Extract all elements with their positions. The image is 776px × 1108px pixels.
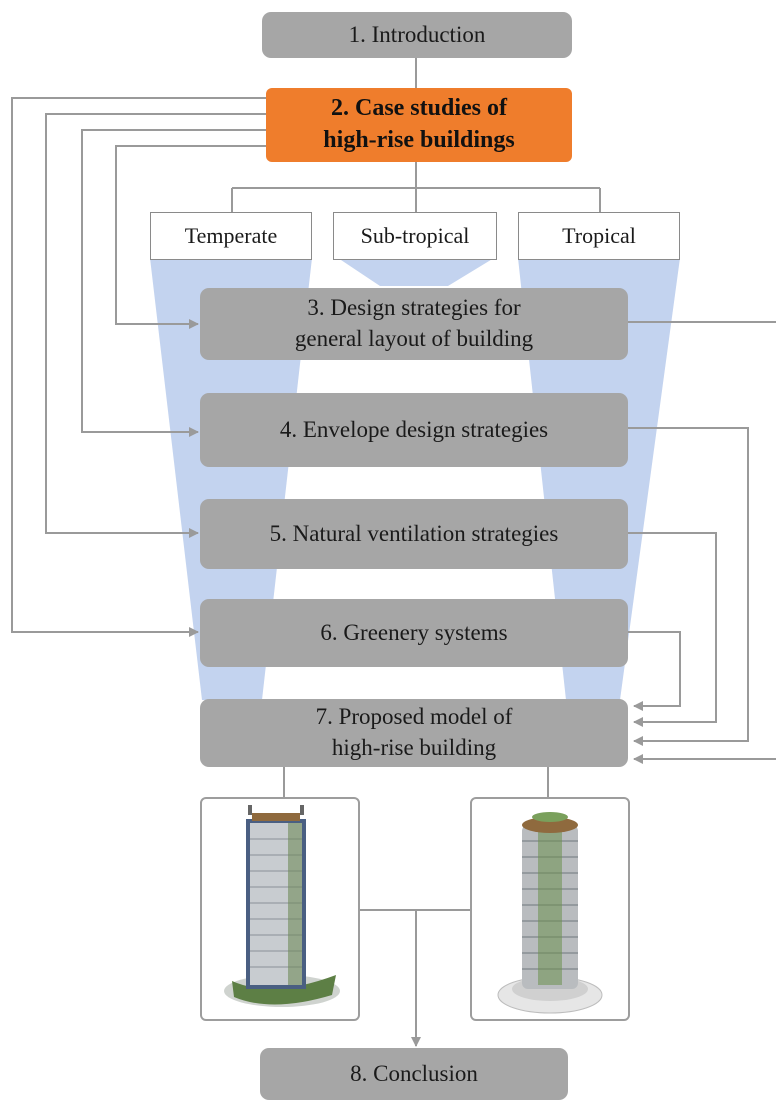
step-natural-ventilation: 5. Natural ventilation strategies (200, 499, 628, 569)
step-natural-ventilation-label: 5. Natural ventilation strategies (269, 520, 559, 546)
loop-to-design (115, 145, 266, 329)
step-design-strategies-line2: general layout of building (294, 326, 534, 351)
return-from-greenery (628, 631, 681, 711)
climate-temperate: Temperate (150, 212, 312, 260)
step-conclusion: 8. Conclusion (260, 1048, 568, 1100)
step-case-studies-line1: 2. Case studies of (330, 95, 507, 122)
step-proposed-model-line1: 7. Proposed model of (315, 704, 513, 730)
step-design-strategies-line1: 3. Design strategies for (307, 295, 521, 321)
step-envelope-design-label: 4. Envelope design strategies (279, 416, 549, 442)
climate-tropical: Tropical (518, 212, 680, 260)
loop-to-greenery (11, 97, 266, 637)
climate-subtropical-label: Sub-tropical (360, 223, 470, 249)
tropical-band (518, 258, 680, 700)
loop-to-envelope (81, 129, 266, 437)
subtropical-band (338, 258, 494, 286)
loop-to-ventilation (45, 113, 266, 538)
step-envelope-design: 4. Envelope design strategies (200, 393, 628, 467)
climate-tropical-label: Tropical (562, 223, 636, 249)
step-introduction: 1. Introduction (262, 12, 572, 58)
step-introduction-label: 1. Introduction (348, 21, 486, 47)
step-greenery-systems: 6. Greenery systems (200, 599, 628, 667)
step-greenery-systems-label: 6. Greenery systems (320, 619, 508, 645)
model-image-right (470, 797, 630, 1021)
return-from-ventilation (628, 532, 717, 727)
cylindrical-tower-render (497, 812, 603, 1014)
climate-subtropical: Sub-tropical (333, 212, 497, 260)
step-case-studies: 2. Case studies of high-rise buildings (266, 88, 572, 162)
step-proposed-model-line2: high-rise building (331, 735, 497, 760)
step-design-strategies: 3. Design strategies for general layout … (200, 288, 628, 360)
step-proposed-model: 7. Proposed model of high-rise building (200, 699, 628, 767)
return-from-envelope (628, 427, 749, 746)
step-case-studies-line2: high-rise buildings (323, 127, 515, 153)
climate-temperate-label: Temperate (184, 223, 278, 249)
temperate-band (150, 258, 312, 700)
rectangular-tower-render (224, 805, 340, 1007)
step-conclusion-label: 8. Conclusion (350, 1060, 478, 1086)
model-image-left (200, 797, 360, 1021)
